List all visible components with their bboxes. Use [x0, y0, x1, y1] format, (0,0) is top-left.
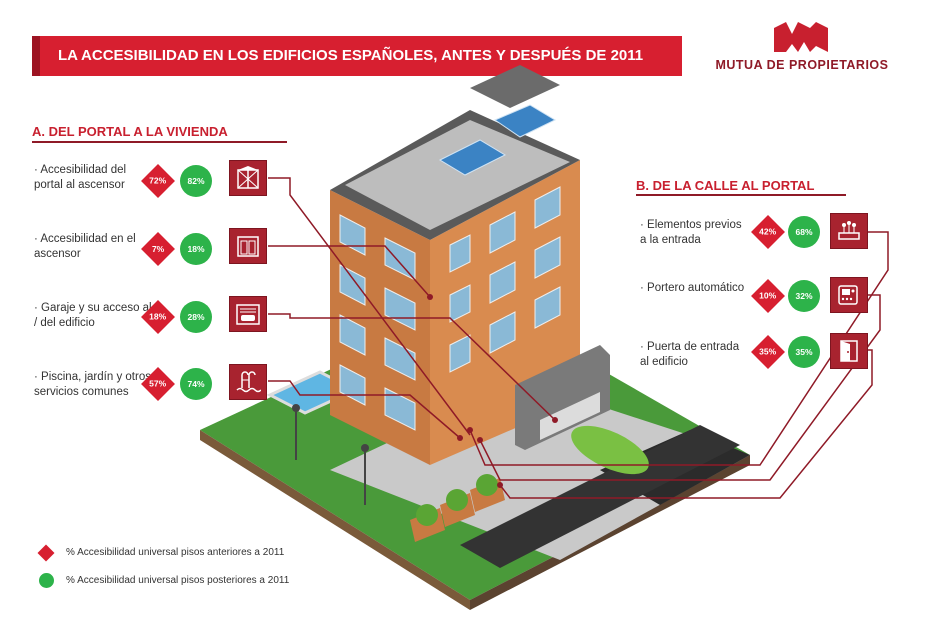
legend-after-label: % Accesibilidad universal pisos posterio…: [66, 575, 290, 586]
planter-icon: [830, 213, 868, 249]
after-badge: 74%: [180, 368, 212, 400]
after-badge: 18%: [180, 233, 212, 265]
garage-car-icon: [229, 296, 267, 332]
item-label-portero: · Portero automático: [640, 282, 745, 294]
elevator-icon: [229, 228, 267, 264]
legend-before-label: % Accesibilidad universal pisos anterior…: [66, 547, 285, 558]
intercom-icon: [830, 277, 868, 313]
entrance-door-icon: [830, 333, 868, 369]
brand-logo: MUTUA DE PROPIETARIOS: [712, 18, 892, 78]
after-badge: 32%: [788, 280, 820, 312]
after-badge: 68%: [788, 216, 820, 248]
legend-after-marker: [39, 573, 54, 588]
item-label-elementos-previos: · Elementos previos a la entrada: [640, 219, 742, 246]
pool-ladder-icon: [229, 364, 267, 400]
item-label-piscina: · Piscina, jardín y otros servicios comu…: [34, 371, 151, 398]
logo-mark-icon: [774, 22, 828, 52]
after-badge: 82%: [180, 165, 212, 197]
section-a-title: A. DEL PORTAL A LA VIVIENDA: [32, 124, 228, 139]
after-badge: 35%: [788, 336, 820, 368]
after-badge: 28%: [180, 301, 212, 333]
item-label-puerta: · Puerta de entrada al edificio: [640, 341, 740, 368]
section-a-divider: [32, 141, 287, 143]
section-b-title: B. DE LA CALLE AL PORTAL: [636, 178, 815, 193]
page-title: LA ACCESIBILIDAD EN LOS EDIFICIOS ESPAÑO…: [32, 36, 682, 76]
elevator-door-icon: [229, 160, 267, 196]
item-label-portal-ascensor: · Accesibilidad del portal al ascensor: [34, 164, 127, 191]
item-label-garaje: · Garaje y su acceso al / del edificio: [34, 302, 152, 329]
section-b-divider: [636, 194, 846, 196]
brand-name: MUTUA DE PROPIETARIOS: [715, 58, 889, 72]
item-label-ascensor: · Accesibilidad en el ascensor: [34, 233, 136, 260]
